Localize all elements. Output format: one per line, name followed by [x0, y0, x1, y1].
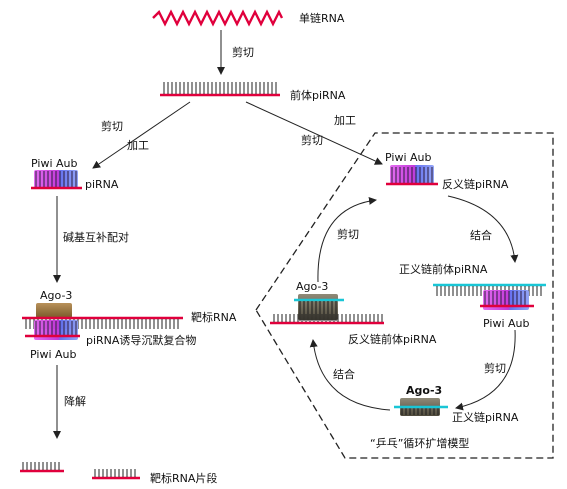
sense-pirna-complex — [394, 398, 448, 416]
arrow-cut-bottom-right — [455, 329, 516, 411]
sense-precursor-complex — [433, 283, 546, 310]
degrade-label: 降解 — [64, 394, 86, 408]
piwi-aub-bottom-label: Piwi Aub — [30, 348, 76, 361]
piwi-aub-pirna-complex-left — [31, 170, 82, 190]
arrow-bind-right — [447, 195, 519, 263]
piwi-aub-left-label: Piwi Aub — [31, 157, 77, 170]
pingpong-boundary — [255, 132, 554, 459]
pirna-silencing-complex — [22, 303, 183, 340]
cut-right-label: 剪切 — [301, 133, 323, 147]
target-rna-fragments — [20, 462, 140, 480]
pirna-label: piRNA — [85, 178, 119, 191]
piwi-aub-top-label: Piwi Aub — [385, 151, 431, 164]
sense-pirna-label: 正义链piRNA — [452, 410, 519, 424]
antisense-pirna-label: 反义链piRNA — [442, 177, 509, 191]
arrow-bind-left — [309, 339, 391, 411]
pre-pirna-label: 前体piRNA — [290, 88, 346, 102]
cut-left-label: 剪切 — [101, 119, 123, 133]
single-strand-rna — [152, 9, 284, 27]
cut1-label: 剪切 — [232, 45, 254, 59]
cut-bottom-right-label: 剪切 — [484, 361, 506, 375]
target-rna-label: 靶标RNA — [191, 310, 237, 324]
precursor-pirna — [160, 82, 280, 97]
arrow-cut-left-cycle — [317, 196, 377, 283]
antisense-precursor-label: 反义链前体piRNA — [348, 332, 437, 346]
process-left-label: 加工 — [127, 139, 149, 152]
antisense-pirna-complex — [386, 165, 438, 186]
sense-precursor-label: 正义链前体piRNA — [399, 262, 488, 276]
complex-label: piRNA诱导沉默复合物 — [86, 333, 196, 347]
bind-left-label: 结合 — [333, 367, 355, 381]
base-pair-label: 碱基互补配对 — [63, 230, 129, 244]
ago3-left-label: Ago-3 — [40, 289, 72, 302]
bind-right-label: 结合 — [470, 228, 492, 242]
ago3-mid-label: Ago-3 — [296, 280, 328, 293]
arrow-to-cycle — [245, 101, 383, 165]
process-right-label: 加工 — [334, 114, 356, 127]
piwi-aub-right-label: Piwi Aub — [483, 317, 529, 330]
fragments-label: 靶标RNA片段 — [150, 471, 217, 485]
ssrna-label: 单链RNA — [299, 11, 345, 25]
arrow-to-pirna — [92, 101, 191, 169]
antisense-precursor-complex — [270, 294, 384, 325]
pingpong-label: “乒乓”循环扩增模型 — [370, 436, 469, 450]
ago3-bottom-label: Ago-3 — [406, 384, 442, 397]
cut-left-cycle-label: 剪切 — [337, 227, 359, 241]
